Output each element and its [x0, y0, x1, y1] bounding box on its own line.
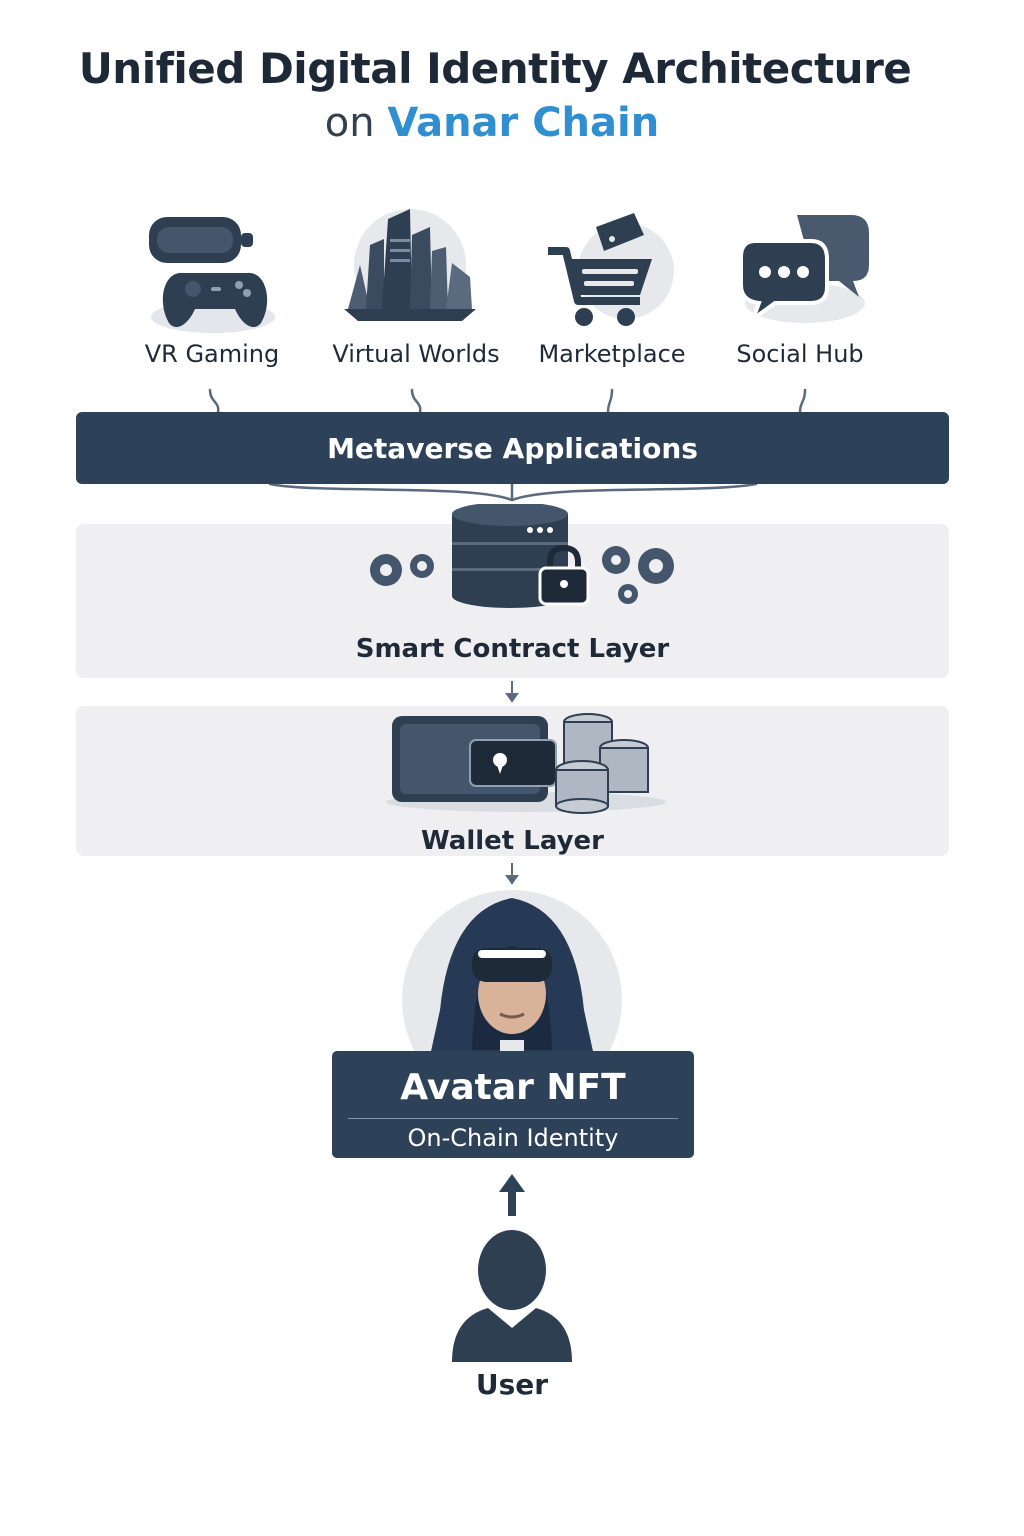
database-lock-icon: [370, 504, 674, 608]
app-label-marketplace: Marketplace: [538, 340, 686, 368]
metaverse-applications-bar: Metaverse Applications: [76, 412, 949, 484]
arrow-user-to-avatar: [499, 1174, 525, 1216]
user-label: User: [475, 1368, 549, 1401]
smart-contract-layer: Smart Contract Layer: [76, 504, 949, 678]
shopping-cart-icon: [548, 213, 674, 326]
gear-icon: [370, 554, 434, 586]
wallet-layer: Wallet Layer: [76, 706, 949, 856]
database-icon: [452, 504, 568, 608]
virtual-worlds-icon: [344, 209, 476, 321]
connector-social-hub: [798, 388, 807, 414]
connector-vr-gaming: [208, 388, 220, 414]
wallet-layer-label: Wallet Layer: [421, 826, 604, 856]
avatar-portrait: [402, 890, 622, 1056]
arrow-contract-to-wallet: [505, 681, 519, 703]
connector-bar-left: [268, 482, 514, 502]
connector-virtual-worlds: [410, 388, 422, 414]
app-label-social-hub: Social Hub: [736, 340, 864, 368]
subtitle-prefix: on: [324, 100, 375, 146]
connector-bar-right: [510, 482, 758, 502]
app-label-virtual-worlds: Virtual Worlds: [332, 340, 500, 368]
chat-bubbles-icon: [739, 215, 869, 325]
avatar-divider: [348, 1118, 678, 1119]
vr-gaming-icon: [149, 217, 275, 333]
user-icon: [452, 1230, 572, 1362]
avatar-nft-title: Avatar NFT: [400, 1067, 626, 1108]
coin-stack-icon: [555, 713, 649, 814]
lock-icon: [538, 544, 590, 606]
arrow-wallet-to-avatar: [505, 863, 519, 885]
wallet-icon: [386, 713, 666, 814]
app-label-vr-gaming: VR Gaming: [144, 340, 280, 368]
subtitle-accent: Vanar Chain: [387, 100, 660, 146]
diagram-subtitle: on Vanar Chain: [0, 100, 984, 146]
avatar-nft-subtitle: On-Chain Identity: [407, 1124, 619, 1152]
connector-marketplace: [606, 388, 614, 414]
metaverse-applications-label: Metaverse Applications: [327, 431, 698, 465]
smart-contract-layer-label: Smart Contract Layer: [355, 634, 670, 664]
avatar-nft-box: Avatar NFT On-Chain Identity: [332, 1051, 694, 1158]
gear-icon: [602, 546, 674, 604]
diagram-title: Unified Digital Identity Architecture: [78, 44, 912, 93]
